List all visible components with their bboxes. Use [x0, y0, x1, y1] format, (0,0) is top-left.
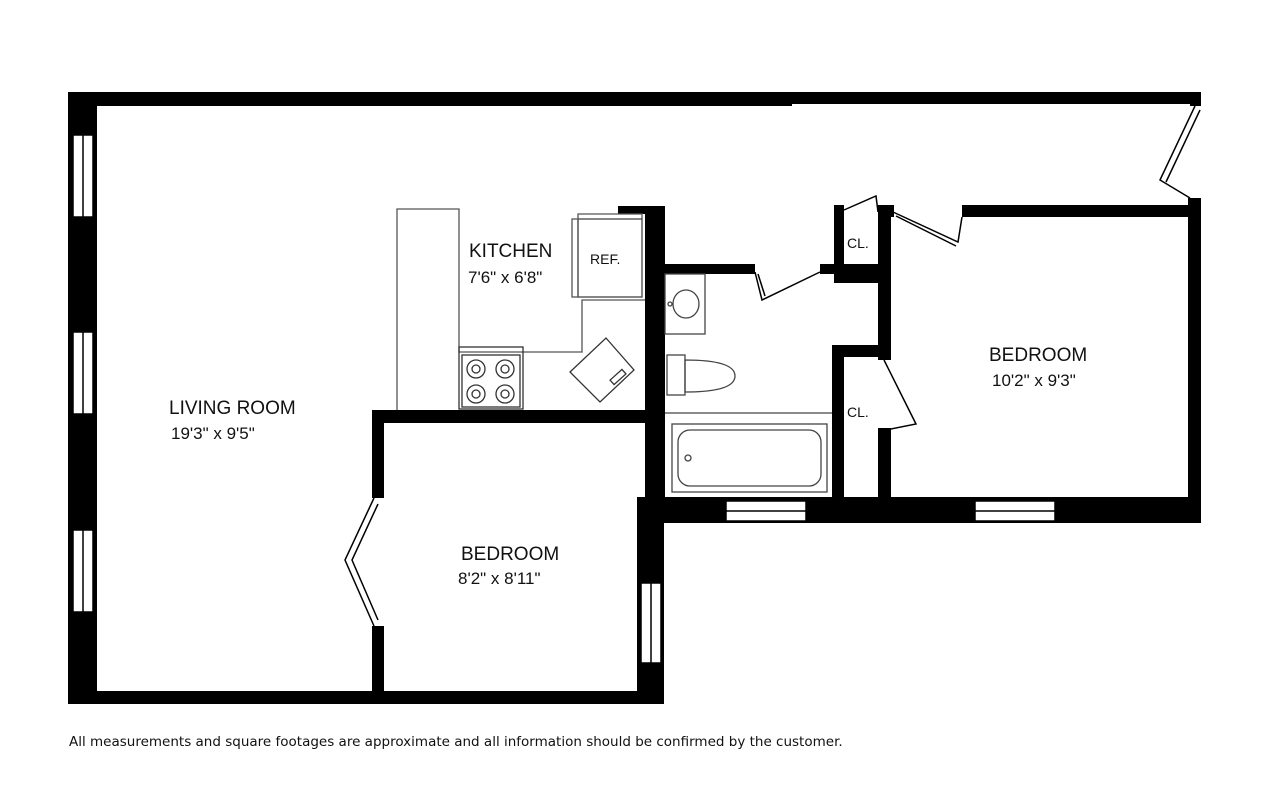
kitchen-name: KITCHEN [469, 241, 552, 262]
windows [72, 134, 1056, 664]
kitchen-fixtures [396, 208, 645, 410]
closet-lower-label: CL. [847, 404, 869, 420]
living-room-size: 19'3" x 9'5" [171, 424, 255, 443]
doors [344, 105, 1201, 627]
refrigerator-label: REF. [590, 251, 620, 267]
interior-walls [372, 205, 1201, 704]
kitchen-size: 7'6" x 6'8" [468, 268, 542, 287]
closet-upper-label: CL. [847, 235, 869, 251]
bedroom-large-size: 10'2" x 9'3" [992, 371, 1076, 390]
bedroom-small-size: 8'2" x 8'11" [458, 569, 541, 588]
disclaimer-text: All measurements and square footages are… [69, 734, 843, 750]
bedroom-small-name: BEDROOM [461, 544, 559, 565]
room-labels: LIVING ROOM 19'3" x 9'5" KITCHEN 7'6" x … [169, 235, 1087, 588]
living-room-name: LIVING ROOM [169, 398, 296, 419]
bath-fixtures [664, 273, 832, 493]
bedroom-large-name: BEDROOM [989, 345, 1087, 366]
